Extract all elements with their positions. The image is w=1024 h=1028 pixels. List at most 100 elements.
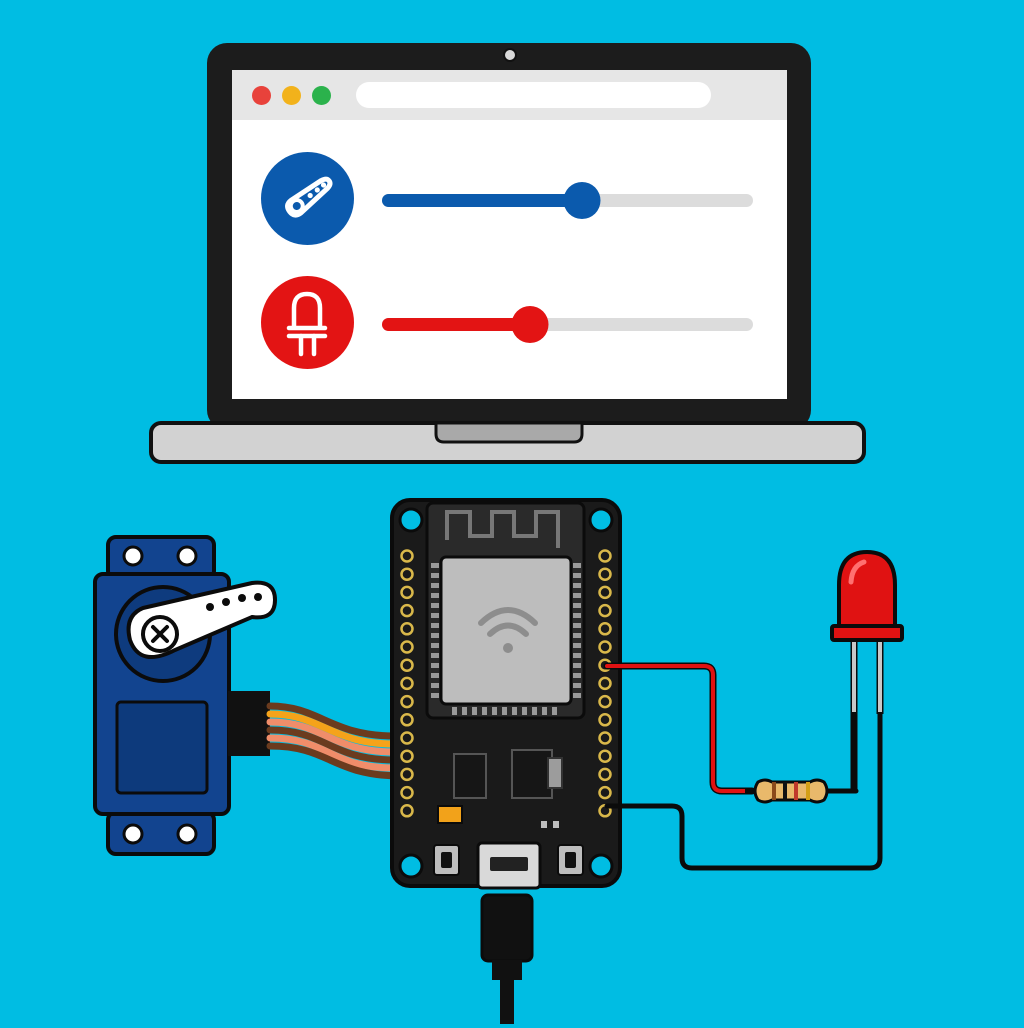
ground-wire bbox=[604, 709, 883, 871]
servo-mount-hole bbox=[122, 823, 144, 845]
module-pad bbox=[431, 663, 439, 668]
module-shield bbox=[439, 555, 573, 706]
header-pin bbox=[598, 603, 612, 618]
module-pad bbox=[573, 643, 581, 648]
module-pad bbox=[573, 563, 581, 568]
module-pad bbox=[482, 707, 487, 715]
servo-mount-hole bbox=[176, 545, 198, 567]
wire-brown bbox=[266, 702, 399, 740]
servo-label-panel bbox=[115, 700, 209, 795]
servo-angle-slider[interactable] bbox=[382, 182, 753, 219]
usb-cable bbox=[480, 893, 534, 1024]
module-pad bbox=[573, 653, 581, 658]
servo-slider-thumb[interactable] bbox=[563, 182, 601, 219]
header-pin bbox=[400, 640, 414, 654]
header-pin bbox=[598, 785, 612, 800]
wire-salmon bbox=[266, 718, 399, 756]
servo-slider-fill bbox=[382, 194, 583, 207]
module-pad bbox=[502, 707, 507, 715]
header-pin bbox=[400, 622, 414, 636]
module-pad bbox=[431, 613, 439, 618]
wire-brown bbox=[266, 726, 399, 764]
usb-cord bbox=[500, 978, 514, 1024]
servo-horn-hole bbox=[222, 598, 230, 606]
module-pad bbox=[512, 707, 517, 715]
led-brightness-slider[interactable] bbox=[382, 306, 753, 343]
module-pad bbox=[452, 707, 457, 715]
servo-mount-hole bbox=[176, 823, 198, 845]
module-pad bbox=[431, 633, 439, 638]
module-pad bbox=[431, 693, 439, 698]
voltage-regulator-chip bbox=[453, 753, 487, 799]
esp32-board bbox=[390, 498, 622, 890]
window-maximize-button[interactable] bbox=[312, 86, 331, 105]
module-pad bbox=[431, 583, 439, 588]
led-dome bbox=[837, 549, 897, 630]
module-pad bbox=[573, 673, 581, 678]
header-pin bbox=[598, 585, 612, 600]
led-glyph bbox=[286, 291, 328, 357]
smd-resistor bbox=[541, 821, 547, 828]
header-pin bbox=[598, 694, 612, 709]
smd-led bbox=[437, 805, 463, 824]
led-circuit-wires bbox=[603, 662, 883, 871]
header-pins bbox=[400, 549, 612, 818]
header-pin bbox=[598, 567, 612, 581]
signal-wire bbox=[605, 664, 754, 793]
module-pad bbox=[492, 707, 497, 715]
smd-tab bbox=[547, 757, 563, 789]
header-pin bbox=[598, 640, 612, 654]
pcb-antenna bbox=[445, 510, 560, 548]
resistor bbox=[745, 778, 836, 804]
micro-usb-socket bbox=[490, 857, 528, 871]
module-pad bbox=[431, 653, 439, 658]
board-mount-hole bbox=[398, 853, 424, 879]
led-slider-fill bbox=[382, 318, 531, 331]
servo-motor bbox=[93, 535, 278, 856]
usb-uart-chip bbox=[511, 749, 553, 799]
module-pad bbox=[522, 707, 527, 715]
servo-ribbon-cable bbox=[266, 702, 406, 780]
module-pad bbox=[431, 643, 439, 648]
servo-mount-hole bbox=[122, 545, 144, 567]
board-mount-hole bbox=[588, 507, 614, 533]
module-pad bbox=[573, 663, 581, 668]
header-pin bbox=[598, 676, 612, 691]
header-pin bbox=[598, 767, 612, 782]
screw-cross-icon bbox=[151, 625, 169, 643]
module-pad bbox=[431, 563, 439, 568]
wifi-icon bbox=[478, 607, 538, 653]
board-mount-hole bbox=[588, 853, 614, 879]
header-pin bbox=[598, 749, 612, 763]
resistor-band bbox=[806, 782, 810, 800]
servo-horn-icon bbox=[261, 152, 354, 245]
module-pad bbox=[573, 633, 581, 638]
led-slider-thumb[interactable] bbox=[511, 306, 549, 343]
wire-orange bbox=[266, 710, 399, 748]
module-pad bbox=[431, 683, 439, 688]
servo-horn-glyph bbox=[285, 176, 333, 218]
usb-strain-relief bbox=[492, 960, 522, 980]
window-minimize-button[interactable] bbox=[282, 86, 301, 105]
header-pin bbox=[400, 676, 414, 691]
module-pad bbox=[573, 583, 581, 588]
servo-horn-hole bbox=[206, 603, 214, 611]
module-pad bbox=[431, 593, 439, 598]
wire-brown bbox=[266, 742, 406, 780]
header-pin bbox=[400, 567, 414, 581]
module-pad bbox=[431, 603, 439, 608]
reset-button-cap bbox=[565, 852, 576, 868]
led-highlight bbox=[848, 559, 867, 585]
window-close-button[interactable] bbox=[252, 86, 271, 105]
led-rim bbox=[830, 624, 904, 642]
module-castellated-pads bbox=[431, 563, 581, 715]
module-pad bbox=[573, 693, 581, 698]
header-pin bbox=[400, 713, 414, 727]
module-pad bbox=[532, 707, 537, 715]
resistor-band bbox=[783, 782, 787, 800]
header-pin bbox=[598, 622, 612, 636]
header-pin bbox=[400, 749, 414, 763]
address-bar[interactable] bbox=[356, 82, 711, 108]
board-mount-hole bbox=[398, 507, 424, 533]
webcam-icon bbox=[503, 48, 517, 62]
